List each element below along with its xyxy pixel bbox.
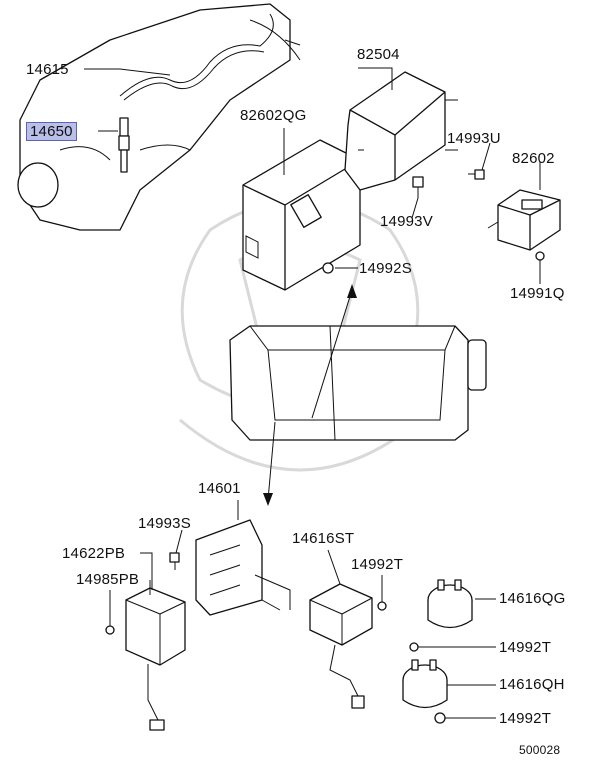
arrow-head-down xyxy=(263,493,273,506)
arrow-line-up xyxy=(311,289,353,419)
label-14993S[interactable]: 14993S xyxy=(138,515,191,532)
label-14992T-a[interactable]: 14992T xyxy=(351,556,404,573)
arrow-head-up xyxy=(347,284,357,298)
relay-82602 xyxy=(487,189,561,251)
bolt-14993V xyxy=(412,176,424,198)
label-14601[interactable]: 14601 xyxy=(198,480,241,497)
nut-14992T-a xyxy=(377,601,387,611)
relay-14616QG xyxy=(427,579,473,629)
nut-14992S xyxy=(322,262,334,274)
module-14622PB xyxy=(125,587,186,731)
label-14616QG[interactable]: 14616QG xyxy=(499,590,566,607)
label-14993V[interactable]: 14993V xyxy=(380,213,433,230)
label-82602[interactable]: 82602 xyxy=(512,150,555,167)
bolt-14993U xyxy=(468,169,485,180)
label-14650-selected[interactable]: 14650 xyxy=(26,122,77,141)
vehicle-outline xyxy=(229,325,487,441)
label-14991Q[interactable]: 14991Q xyxy=(510,285,565,302)
arrow-line-down xyxy=(267,421,276,501)
label-82602QG[interactable]: 82602QG xyxy=(240,107,307,124)
nut-14992T-c xyxy=(434,712,446,724)
glow-plug xyxy=(118,117,130,173)
label-14615[interactable]: 14615 xyxy=(26,61,69,78)
leader-lines xyxy=(84,67,541,719)
label-14985PB[interactable]: 14985PB xyxy=(76,571,140,588)
label-14616QH[interactable]: 14616QH xyxy=(499,676,565,693)
label-14992T-c[interactable]: 14992T xyxy=(499,710,552,727)
label-14616ST[interactable]: 14616ST xyxy=(292,530,355,547)
screw-14991Q xyxy=(535,251,545,261)
glow-plug-harness xyxy=(119,13,274,97)
screw-14993S xyxy=(169,552,180,570)
label-14993U[interactable]: 14993U xyxy=(447,130,501,147)
label-14992T-b[interactable]: 14992T xyxy=(499,639,552,656)
label-82504[interactable]: 82504 xyxy=(357,46,400,63)
label-14622PB[interactable]: 14622PB xyxy=(62,545,126,562)
diagram-code: 500028 xyxy=(519,743,561,757)
nut-14985PB xyxy=(105,625,115,635)
control-unit-82602QG xyxy=(242,139,361,291)
relay-14616QH xyxy=(402,659,448,709)
relay-14616ST xyxy=(309,583,373,709)
label-14992S[interactable]: 14992S xyxy=(359,260,412,277)
bracket-82504 xyxy=(344,71,458,191)
bracket-14601 xyxy=(195,519,291,616)
nut-14992T-b xyxy=(409,642,419,652)
glow-plug-harness-edge xyxy=(123,50,265,101)
